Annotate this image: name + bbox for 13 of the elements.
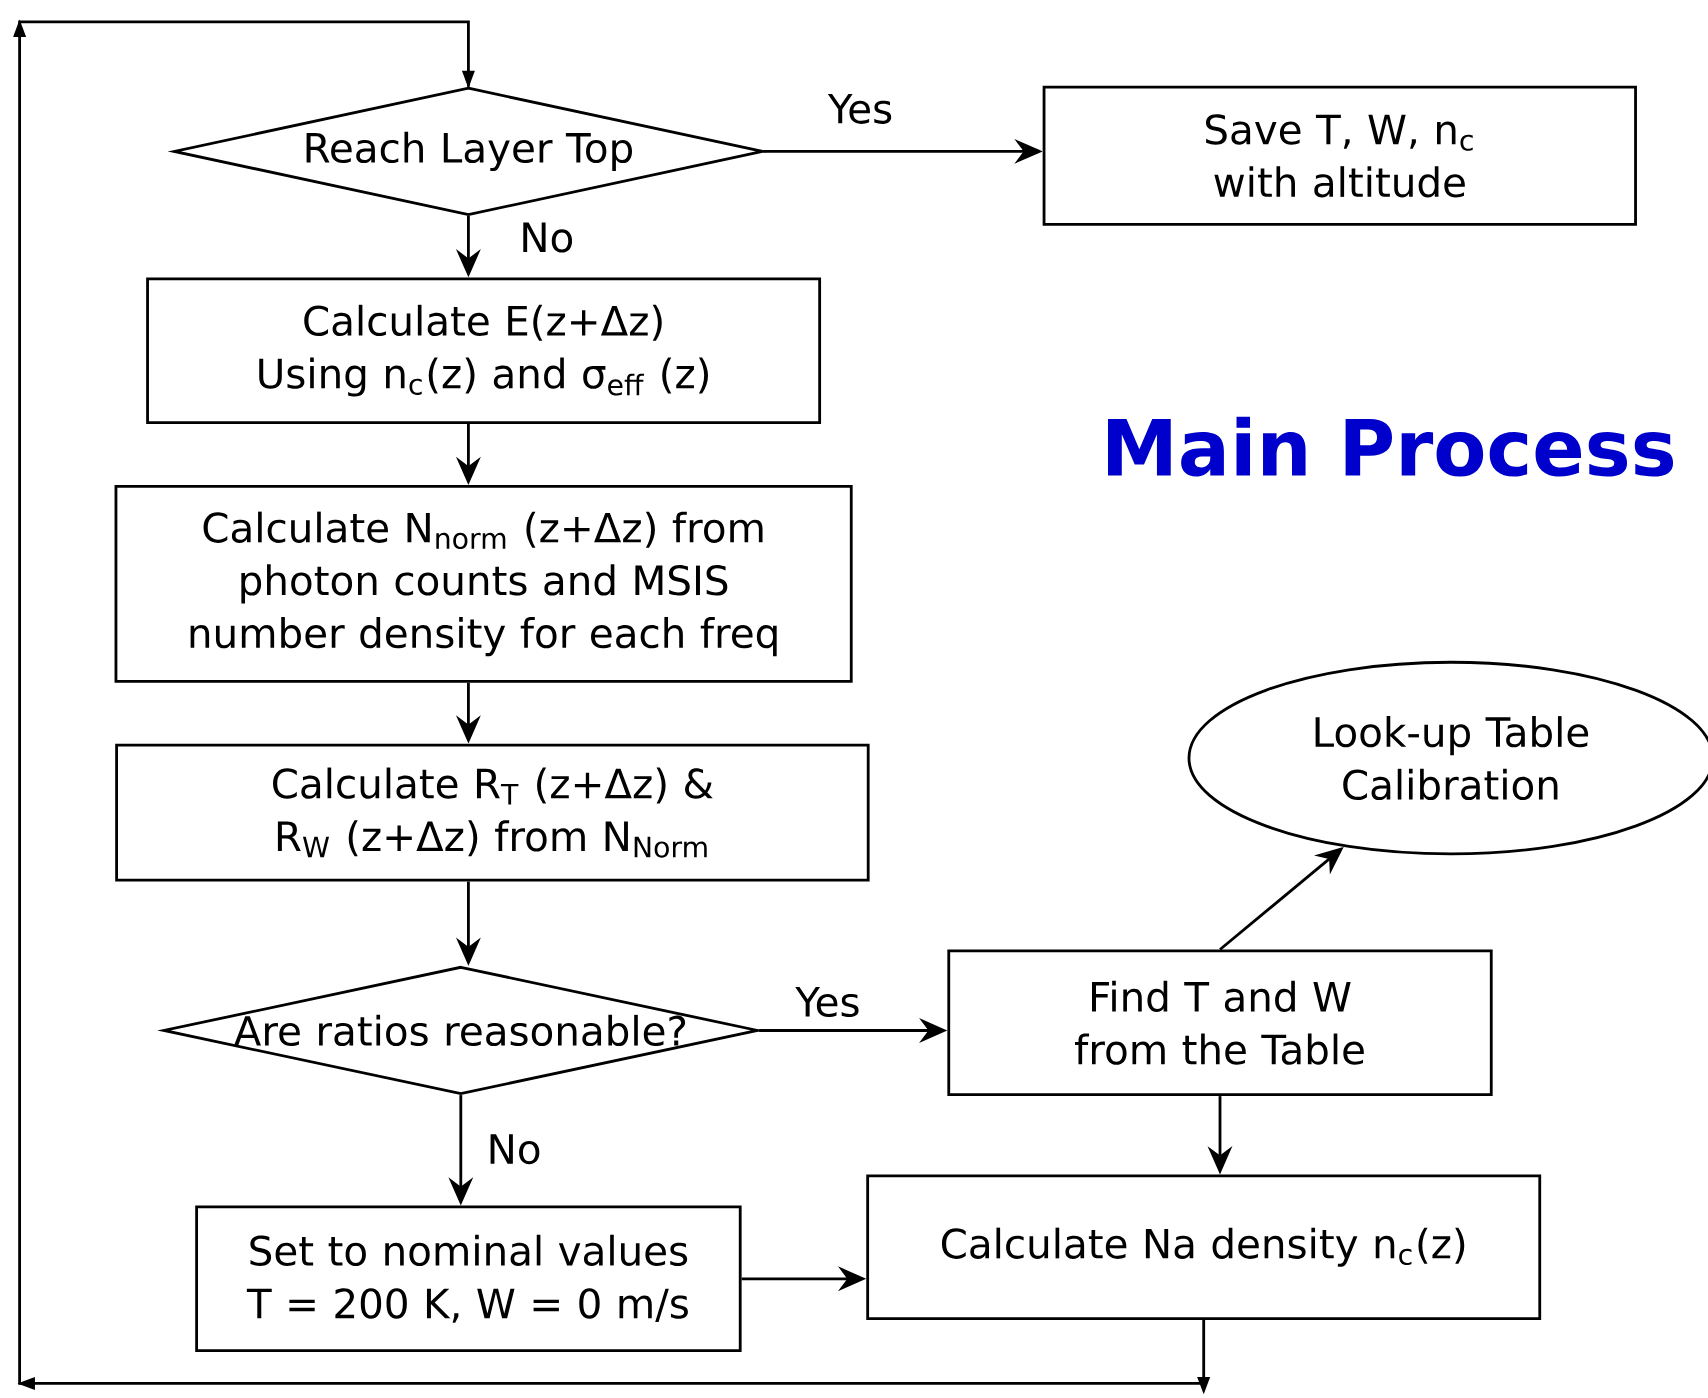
process-box: Calculate E(z+Δz) Using n$_{c}$(z) and σ$_{eff}$ (z) [146, 277, 822, 425]
process-box: Find T and W from the Table [947, 949, 1493, 1097]
arrow [13, 19, 1211, 1395]
title: Main Process [1108, 416, 1674, 477]
edge-label: No [483, 1130, 546, 1168]
edge-label: Yes [824, 90, 897, 128]
process-box: Calculate N$_{norm}$ (z+Δz) from photon counts and MSIS number density for each freq [114, 485, 853, 683]
edge-label: Yes [791, 983, 865, 1021]
process-box: Save T, W, n$_{c}$ with altitude [1042, 86, 1637, 226]
process-box: Calculate Na density n$_{c}$(z) [866, 1174, 1542, 1321]
process-box: Set to nominal values T = 200 K, W = 0 m/s [195, 1205, 742, 1353]
edge-label: No [515, 219, 578, 257]
process-box: Calculate R$_{T}$ (z+Δz) & R$_{W}$ (z+Δz) from N$_{Norm}$ [115, 743, 870, 882]
